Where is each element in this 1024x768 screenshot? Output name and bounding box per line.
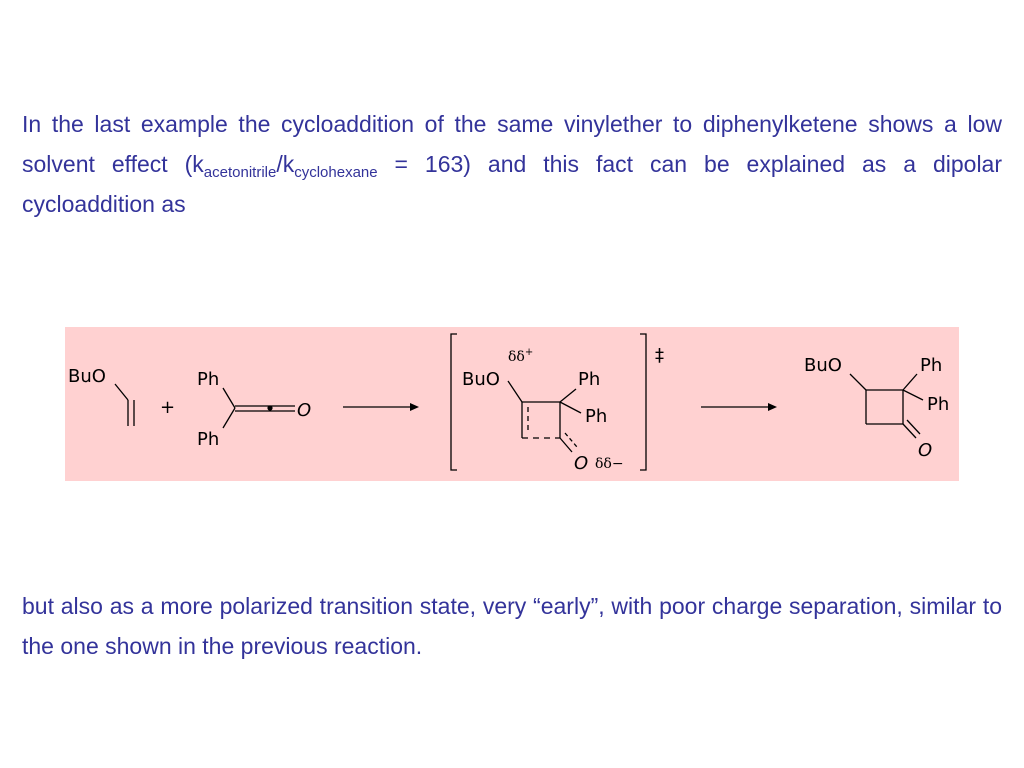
- product-buo-label: BuO: [804, 355, 842, 376]
- ts-bracket-right: [640, 333, 647, 471]
- product-co-bond-a: [902, 423, 917, 439]
- ts-buo-bond: [507, 380, 523, 403]
- product-oxygen-label: O: [918, 440, 932, 461]
- plus-sign: +: [160, 397, 175, 418]
- ketene-ph-bond-bottom: [222, 407, 236, 429]
- ts-bracket-left: [450, 333, 457, 471]
- ts-ph-bond-2: [559, 401, 582, 414]
- rate-ratio-separator: /k: [276, 151, 295, 177]
- ts-delta-plus-label: δδ+: [508, 347, 533, 365]
- product-ph-bond-1: [902, 373, 918, 391]
- subscript-acetonitrile: acetonitrile: [203, 164, 277, 181]
- product-ph-bond-2: [902, 389, 924, 401]
- reaction-arrow-1-head: [410, 403, 419, 411]
- intro-paragraph: In the last example the cycloaddition of…: [22, 104, 1002, 224]
- subscript-cyclohexane: cyclohexane: [294, 164, 378, 181]
- intro-text-b: = 163) and this fact can be explained as…: [22, 151, 1003, 217]
- ts-oxygen-label: O: [574, 453, 588, 474]
- vinylether-bond: [114, 383, 129, 401]
- reaction-scheme-drawing: BuO + Ph Ph O BuO δδ+ Ph Ph O δδ− ‡ BuO …: [68, 333, 949, 474]
- reaction-scheme: BuO + Ph Ph O BuO δδ+ Ph Ph O δδ− ‡ BuO …: [65, 327, 959, 481]
- ketene-ph-bottom-label: Ph: [197, 429, 219, 450]
- product-ph-2-label: Ph: [927, 394, 949, 415]
- reaction-arrow-2-head: [768, 403, 777, 411]
- conclusion-paragraph: but also as a more polarized transition …: [22, 593, 1002, 659]
- ts-co-bond-a: [559, 437, 573, 453]
- ts-ph-1-label: Ph: [578, 369, 600, 390]
- ketene-ph-top-label: Ph: [197, 369, 219, 390]
- intro-text-a: In the last example the cycloaddition of…: [22, 111, 1002, 177]
- ts-buo-label: BuO: [462, 369, 500, 390]
- ts-ph-bond-1: [559, 388, 577, 403]
- product-ph-1-label: Ph: [920, 355, 942, 376]
- ketene-center-dot: [267, 405, 273, 411]
- ketene-oxygen-label: O: [297, 400, 311, 421]
- ts-delta-minus-label: δδ−: [595, 456, 624, 472]
- ketene-ph-bond-top: [222, 387, 236, 409]
- ts-ph-2-label: Ph: [585, 406, 607, 427]
- vinylether-buo-label: BuO: [68, 366, 106, 387]
- product-co-bond-b: [906, 419, 921, 435]
- product-buo-bond: [849, 373, 867, 391]
- double-dagger-symbol: ‡: [655, 345, 664, 366]
- ts-co-bond-b: [564, 432, 578, 448]
